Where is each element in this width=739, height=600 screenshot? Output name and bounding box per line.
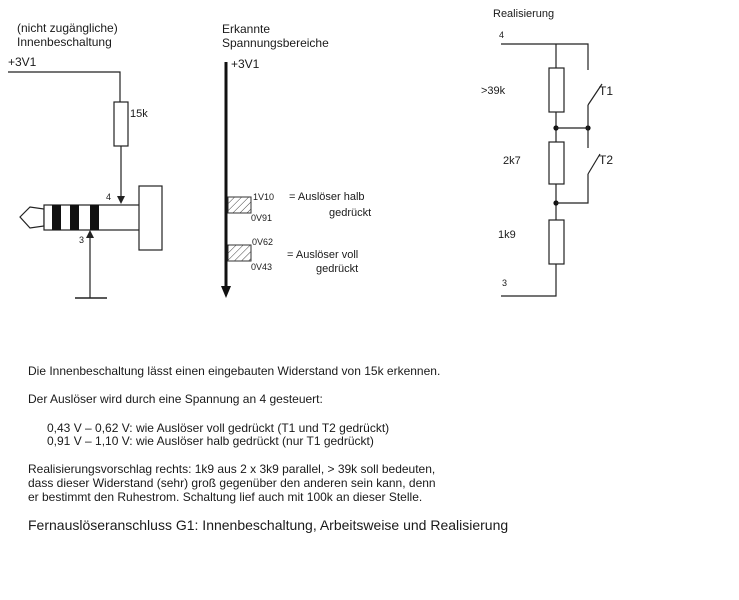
top-rail [501,43,589,70]
inner-supply-label: +3V1 [8,55,37,69]
bottom-rail [501,264,557,297]
range-full-upper: 0V62 [252,237,273,247]
description-control-voltage: Der Auslöser wird durch eine Spannung an… [28,392,323,406]
realisation-note-line1: Realisierungsvorschlag rechts: 1k9 aus 2… [28,462,436,476]
resistor-r1-label: >39k [481,85,506,97]
pin-bottom-label: 3 [502,278,507,288]
wire [556,174,589,204]
range-full-label-line1: = Auslöser voll [287,249,358,261]
sleeve-arrowhead [86,230,94,238]
realisation-note-line3: er bestimmt den Ruhestrom. Schaltung lie… [28,490,423,504]
resistor-15k-label: 15k [130,108,148,120]
inner-title-line1: (nicht zugängliche) [17,21,118,35]
range-full-lower: 0V43 [251,262,272,272]
description-inner-circuit: Die Innenbeschaltung lässt einen eingeba… [28,364,441,378]
range-half-lower: 0V91 [251,213,272,223]
pin-top-label: 4 [499,30,504,40]
ranges-title-line1: Erkannte [222,22,270,36]
ranges-title-line2: Spannungsbereiche [222,36,329,50]
resistor-r3-label: 1k9 [498,229,516,241]
switch-t1-label: T1 [599,84,613,98]
tip-arrowhead [117,196,125,204]
range-full-description: 0,43 V – 0,62 V: wie Auslöser voll gedrü… [47,421,390,435]
range-half-label-line1: = Auslöser halb [289,191,365,203]
resistor-r2-label: 2k7 [503,155,521,167]
pin-sleeve-label: 3 [79,235,84,245]
jack-plug [19,185,163,251]
range-half-description: 0,91 V – 1,10 V: wie Auslöser halb gedrü… [47,434,374,448]
resistor-r3 [548,219,565,265]
pin-tip-label: 4 [106,192,111,202]
range-half-upper: 1V10 [253,192,274,202]
resistor-r1 [548,67,565,113]
range-full-band [227,244,252,262]
voltage-ranges: Erkannte Spannungsbereiche +3V1 1V10 0V9… [221,22,371,298]
resistor-r2 [548,141,565,185]
realisation-note-line2: dass dieser Widerstand (sehr) groß gegen… [28,476,436,490]
realisation-title: Realisierung [493,8,554,20]
range-half-band [227,196,252,214]
supply-wire [8,71,121,102]
range-half-label-line2: gedrückt [329,207,371,219]
switch-t2 [587,153,601,175]
switch-t1 [587,83,603,106]
figure-caption: Fernauslöseranschluss G1: Innenbeschaltu… [28,517,509,533]
switch-t2-label: T2 [599,153,613,167]
ranges-supply-label: +3V1 [231,57,260,71]
range-full-label-line2: gedrückt [316,263,358,275]
inner-title-line2: Innenbeschaltung [17,35,112,49]
realisation-circuit: Realisierung 4 >39k 2k7 1k9 3 T1 T2 [481,8,613,297]
inner-circuit: (nicht zugängliche) Innenbeschaltung +3V… [8,21,163,299]
voltage-axis-arrow [221,286,231,298]
resistor-15k [113,101,129,147]
